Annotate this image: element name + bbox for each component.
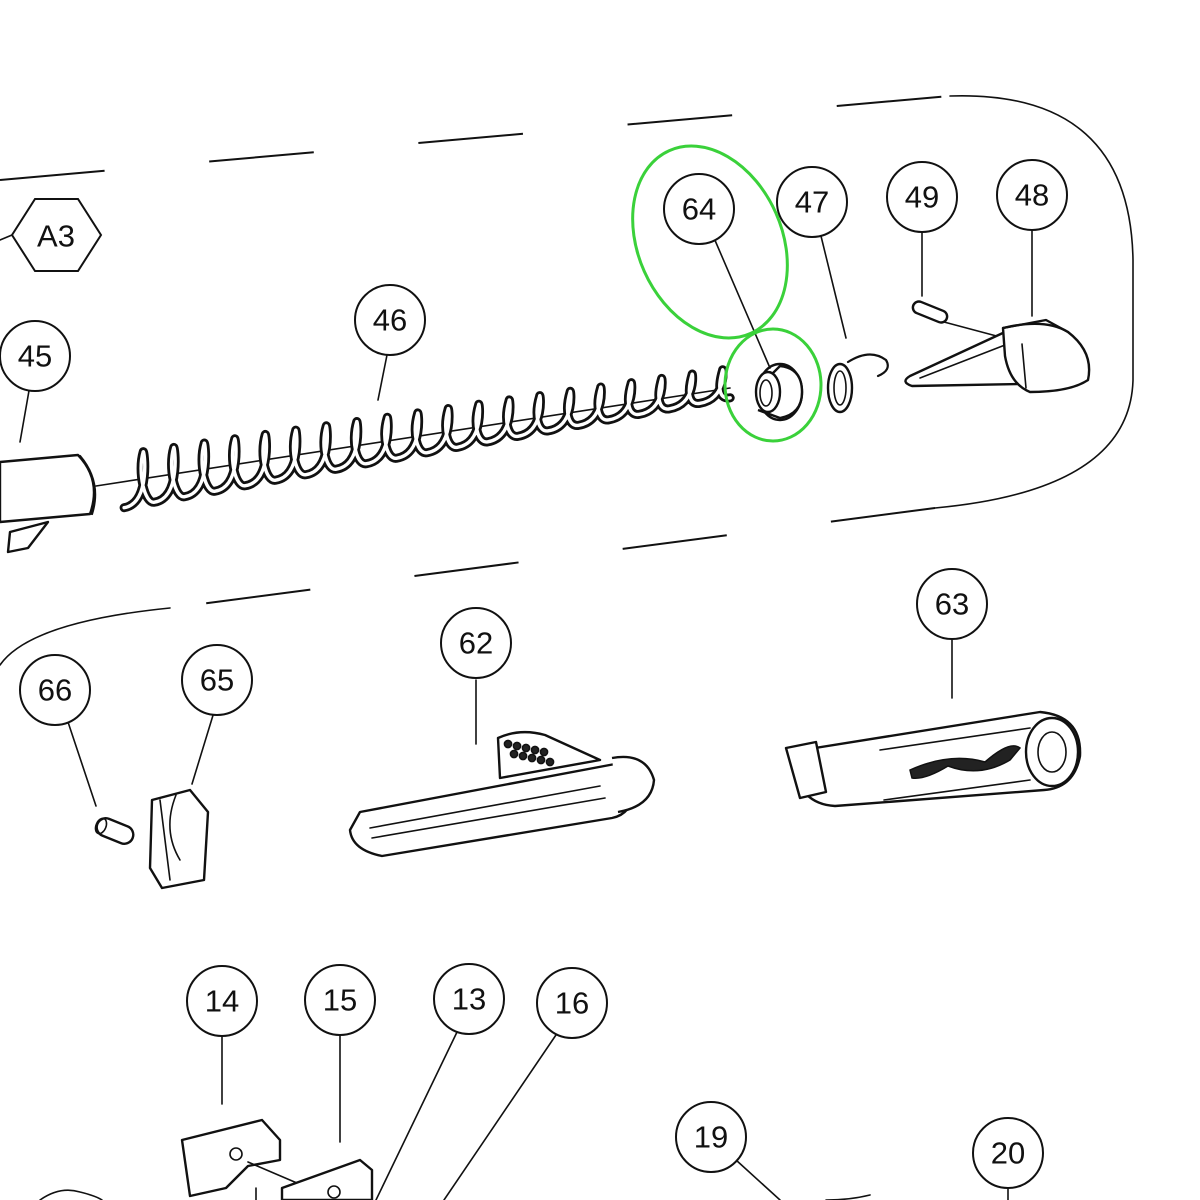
svg-text:47: 47: [795, 185, 829, 220]
callout-13: 13: [433, 963, 505, 1035]
part-49-pin: [911, 300, 1005, 339]
part-62-lever: [348, 730, 656, 858]
highlight-callout-64: [631, 144, 789, 340]
svg-text:46: 46: [373, 303, 407, 338]
callout-66: 66: [19, 654, 91, 726]
svg-text:15: 15: [323, 983, 357, 1018]
grip-dot: [530, 745, 540, 755]
svg-text:19: 19: [694, 1120, 728, 1155]
highlight-part-64: [723, 327, 823, 443]
callout-65: 65: [181, 644, 253, 716]
leader-lines: [0, 225, 1033, 1200]
grip-dot: [509, 749, 519, 759]
callout-partial-bottom-left: [39, 1189, 103, 1200]
part-14-latch: [180, 1118, 319, 1200]
callout-14: 14: [186, 965, 258, 1037]
svg-text:14: 14: [205, 984, 239, 1019]
grip-dot: [527, 753, 537, 763]
svg-text:20: 20: [991, 1136, 1025, 1171]
part-64-bushing: [754, 362, 804, 422]
part-47-ring: [826, 353, 889, 414]
svg-text:62: 62: [459, 626, 493, 661]
callout-16: 16: [536, 967, 608, 1039]
svg-text:16: 16: [555, 986, 589, 1021]
callout-19: 19: [675, 1101, 747, 1173]
part-15-latch: [280, 1158, 374, 1200]
grip-dot: [536, 755, 546, 765]
svg-text:13: 13: [452, 982, 486, 1017]
callout-63: 63: [916, 568, 988, 640]
section-tag: A3: [10, 198, 103, 272]
part-46-spring: [95, 365, 735, 513]
callout-20: 20: [972, 1117, 1044, 1189]
svg-text:45: 45: [18, 339, 52, 374]
svg-text:66: 66: [38, 673, 72, 708]
callout-64: 64: [663, 173, 735, 245]
svg-text:64: 64: [682, 192, 716, 227]
grip-dot: [503, 739, 513, 749]
grip-dot: [512, 741, 522, 751]
svg-text:48: 48: [1015, 178, 1049, 213]
part-63-slide: [784, 710, 1082, 808]
highlight-annotation: [631, 144, 823, 443]
svg-text:65: 65: [200, 663, 234, 698]
part-48-guide: [904, 318, 1091, 394]
callout-47: 47: [776, 166, 848, 238]
callout-62: 62: [440, 607, 512, 679]
callout-49: 49: [886, 161, 958, 233]
svg-text:49: 49: [905, 180, 939, 215]
callout-15: 15: [304, 964, 376, 1036]
callout-48: 48: [996, 159, 1068, 231]
part-66-pin: [94, 817, 135, 845]
grip-dot: [545, 757, 555, 767]
callout-46: 46: [354, 284, 426, 356]
grip-dot: [521, 743, 531, 753]
svg-text:63: 63: [935, 587, 969, 622]
grip-dot: [539, 747, 549, 757]
section-tag-label: A3: [37, 219, 75, 254]
part-45-body: [0, 453, 97, 554]
part-65-block: [148, 788, 210, 890]
callout-45: 45: [0, 320, 71, 392]
grip-dot: [518, 751, 528, 761]
assembly-group-boundary: [0, 95, 1134, 666]
